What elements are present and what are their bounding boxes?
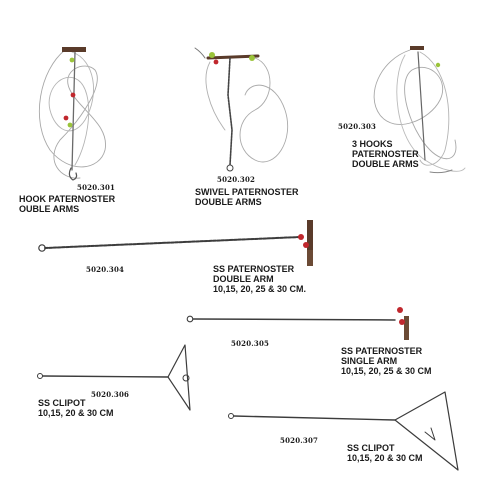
ss-paternoster-single-arm-image (186, 307, 409, 340)
product-name-line: SINGLE ARM (341, 356, 398, 366)
product-name-line: PATERNOSTER (352, 149, 419, 159)
product-label-hook-paternoster: HOOK PATERNOSTER OUBLE ARMS (19, 194, 115, 214)
product-name-line: SS PATERNOSTER (213, 264, 295, 274)
product-name-line: DOUBLE ARM (213, 274, 274, 284)
product-code-5020-303: 5020.303 (338, 122, 377, 131)
product-name-line: OUBLE ARMS (19, 204, 80, 214)
product-code-5020-301: 5020.301 (77, 183, 116, 192)
product-name-line: DOUBLE ARMS (352, 159, 419, 169)
3-hooks-paternoster-double-arms-image (373, 46, 466, 174)
product-name-line: 3 HOOKS (352, 139, 393, 149)
product-sizes: 10,15, 20, 25 & 30 CM. (213, 284, 307, 294)
product-code-5020-306: 5020.306 (91, 390, 130, 399)
product-name-line: SS PATERNOSTER (341, 346, 423, 356)
ss-paternoster-double-arm-image (38, 220, 313, 266)
product-name-line: DOUBLE ARMS (195, 197, 262, 207)
product-code-5020-305: 5020.305 (231, 339, 270, 348)
product-label-ss-paternoster-double-arm: SS PATERNOSTER DOUBLE ARM 10,15, 20, 25 … (213, 264, 306, 294)
product-name-line: SWIVEL PATERNOSTER (195, 187, 299, 197)
product-code-5020-307: 5020.307 (280, 436, 319, 445)
product-sizes: 10,15, 20 & 30 CM (38, 408, 114, 418)
product-label-3-hooks-paternoster: 3 HOOKS PATERNOSTER DOUBLE ARMS (352, 139, 419, 169)
product-code-5020-302: 5020.302 (217, 175, 256, 184)
product-label-swivel-paternoster: SWIVEL PATERNOSTER DOUBLE ARMS (195, 187, 299, 207)
swivel-paternoster-double-arms-image (194, 47, 289, 172)
product-name-line: HOOK PATERNOSTER (19, 194, 116, 204)
ss-clipot-image-2 (228, 391, 459, 471)
product-sizes: 10,15, 20, 25 & 30 CM (341, 366, 432, 376)
product-label-ss-paternoster-single-arm: SS PATERNOSTER SINGLE ARM 10,15, 20, 25 … (341, 346, 432, 376)
ss-clipot-image-1 (37, 344, 191, 411)
hook-paternoster-double-arms-image (38, 47, 106, 181)
product-sizes: 10,15, 20 & 30 CM (347, 453, 423, 463)
product-label-ss-clipot-1: SS CLIPOT 10,15, 20 & 30 CM (38, 398, 114, 418)
product-name-line: SS CLIPOT (347, 443, 395, 453)
product-code-5020-304: 5020.304 (86, 265, 125, 274)
product-label-ss-clipot-2: SS CLIPOT 10,15, 20 & 30 CM (347, 443, 423, 463)
product-name-line: SS CLIPOT (38, 398, 86, 408)
